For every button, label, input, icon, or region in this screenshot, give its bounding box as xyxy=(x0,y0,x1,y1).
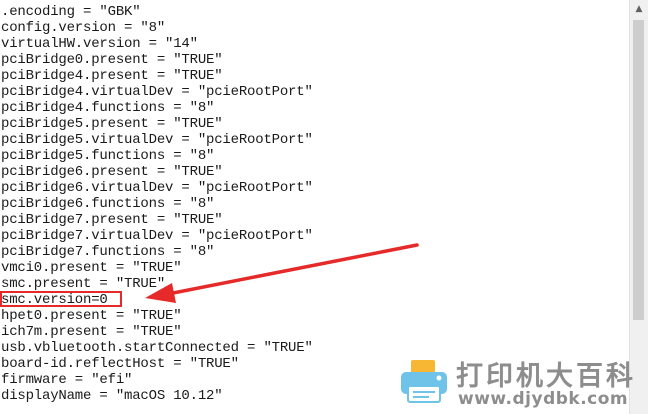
watermark: 打印机大百科 www.djydbk.com xyxy=(396,352,646,412)
code-line[interactable]: board-id.reflectHost = "TRUE" xyxy=(1,356,239,372)
printer-icon xyxy=(401,360,447,403)
code-line[interactable]: pciBridge7.functions = "8" xyxy=(1,244,215,260)
chevron-up-icon[interactable]: ▲ xyxy=(635,4,643,14)
code-line[interactable]: hpet0.present = "TRUE" xyxy=(1,308,182,324)
code-line[interactable]: pciBridge6.virtualDev = "pcieRootPort" xyxy=(1,180,313,196)
code-line[interactable]: vmci0.present = "TRUE" xyxy=(1,260,182,276)
highlight-annotation-box xyxy=(0,291,122,307)
highlighted-code-line[interactable]: smc.version=0 xyxy=(1,292,108,308)
watermark-url: www.djydbk.com xyxy=(458,389,629,409)
code-line[interactable]: pciBridge4.present = "TRUE" xyxy=(1,68,223,84)
code-line[interactable]: pciBridge0.present = "TRUE" xyxy=(1,52,223,68)
code-line[interactable]: pciBridge4.functions = "8" xyxy=(1,100,215,116)
code-line[interactable]: pciBridge6.functions = "8" xyxy=(1,196,215,212)
text-editor[interactable]: .encoding = "GBK" config.version = "8" v… xyxy=(0,0,630,414)
code-line[interactable]: pciBridge5.functions = "8" xyxy=(1,148,215,164)
code-line[interactable]: .encoding = "GBK" xyxy=(1,4,141,20)
code-lines: .encoding = "GBK" config.version = "8" v… xyxy=(1,4,313,404)
code-line[interactable]: firmware = "efi" xyxy=(1,372,133,388)
code-line[interactable]: pciBridge7.present = "TRUE" xyxy=(1,212,223,228)
code-line[interactable]: smc.present = "TRUE" xyxy=(1,276,166,292)
watermark-site-name: 打印机大百科 xyxy=(456,361,636,392)
code-line[interactable]: pciBridge6.present = "TRUE" xyxy=(1,164,223,180)
scrollbar-thumb[interactable] xyxy=(633,20,644,320)
code-line[interactable]: usb.vbluetooth.startConnected = "TRUE" xyxy=(1,340,313,356)
code-line[interactable]: pciBridge5.virtualDev = "pcieRootPort" xyxy=(1,132,313,148)
code-line[interactable]: displayName = "macOS 10.12" xyxy=(1,388,223,404)
code-line[interactable]: pciBridge4.virtualDev = "pcieRootPort" xyxy=(1,84,313,100)
code-line[interactable]: ich7m.present = "TRUE" xyxy=(1,324,182,340)
code-line[interactable]: pciBridge7.virtualDev = "pcieRootPort" xyxy=(1,228,313,244)
code-line[interactable]: virtualHW.version = "14" xyxy=(1,36,198,52)
vertical-scrollbar[interactable]: ▲ xyxy=(629,0,648,414)
code-line[interactable]: config.version = "8" xyxy=(1,20,166,36)
code-line[interactable]: pciBridge5.present = "TRUE" xyxy=(1,116,223,132)
